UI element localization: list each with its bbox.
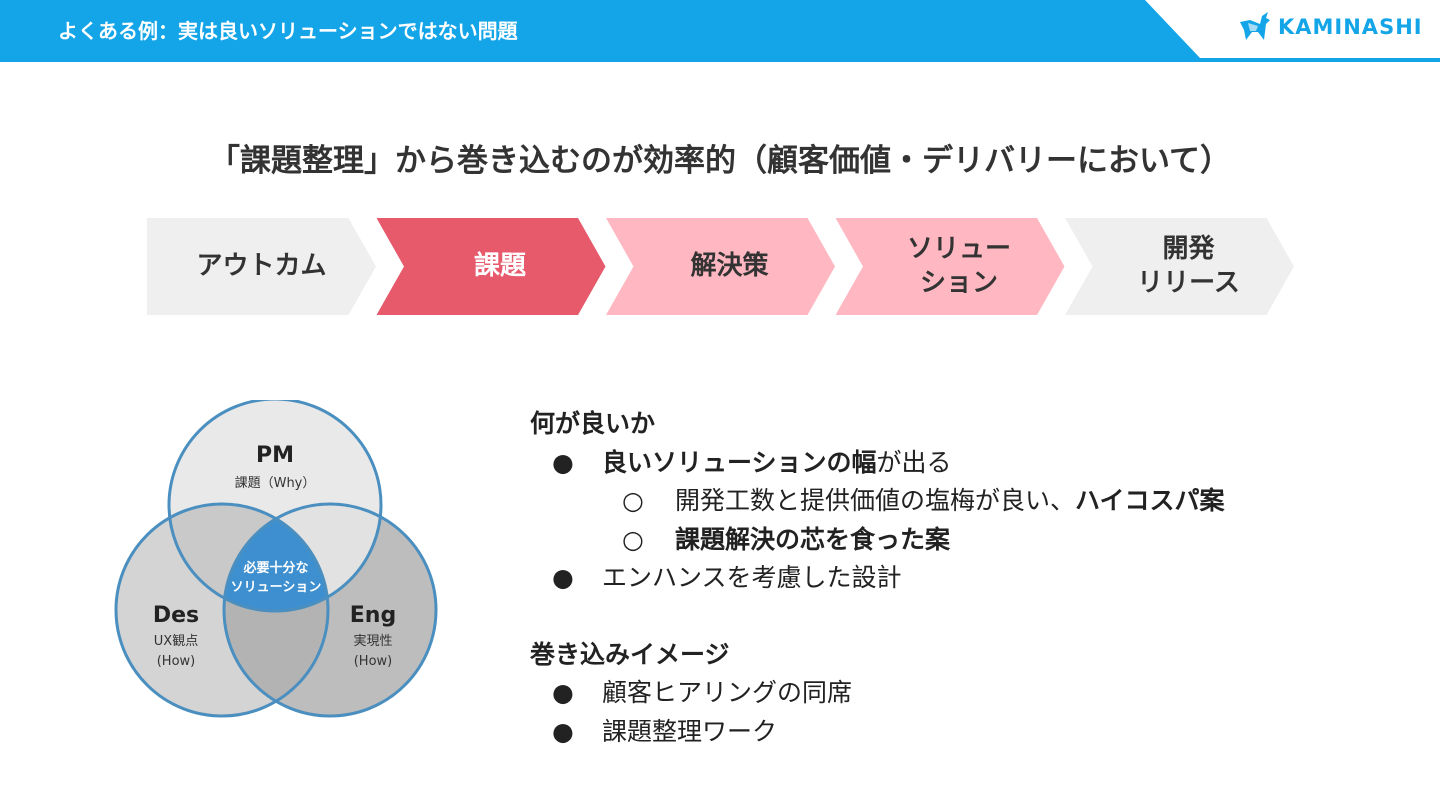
bold-text: 課題解決の芯を食った案 [675, 524, 951, 554]
text: エンハンスを考慮した設計 [602, 563, 902, 592]
flow-step-label: 課題 [473, 250, 526, 281]
text: 顧客ヒアリングの同席 [602, 678, 853, 707]
kaminashi-logo: KAMINASHI [1238, 10, 1423, 44]
list-item: ● 良いソリューションの幅が出る [530, 444, 1225, 483]
process-flow: アウトカム 課題 解決策 ソリュー ション 開発 リリース [147, 218, 1297, 315]
des-sub1: UX観点 [154, 634, 198, 649]
flow-step-label: 開発 リリース [1137, 233, 1240, 298]
sub-bullet-icon: ○ [622, 524, 644, 554]
sub-bullet-icon: ○ [622, 486, 644, 515]
flow-step-2: 課題 [376, 218, 606, 315]
goat-icon [1240, 12, 1270, 40]
eng-label: Eng [350, 603, 396, 628]
flow-step-4: ソリュー ション [835, 218, 1065, 315]
slide-heading: 「課題整理」から巻き込むのが効率的（顧客価値・デリバリーにおいて） [208, 143, 1232, 179]
des-sub2: (How) [157, 654, 196, 669]
center-label-1: 必要十分な [242, 560, 308, 576]
sub-list-item: ○ 課題解決の芯を食った案 [530, 521, 1225, 560]
venn-diagram: PM 課題（Why） Des UX観点 (How) Eng 実現性 (How) … [114, 400, 438, 718]
flow-step-1: アウトカム [147, 218, 376, 315]
bullet-icon: ● [552, 678, 574, 707]
center-overlap [224, 504, 328, 611]
benefits-list: 何が良いか ● 良いソリューションの幅が出る ○ 開発工数と提供価値の塩梅が良い、ハ… [530, 405, 1225, 751]
pm-label: PM [256, 443, 294, 468]
list-item: ● 課題整理ワーク [530, 713, 1225, 752]
logo-text: KAMINASHI [1278, 15, 1423, 39]
pm-sub: 課題（Why） [235, 475, 316, 491]
bold-text: ハイコスパ案 [1075, 486, 1225, 515]
flow-step-label: ソリュー ション [906, 233, 1011, 298]
header-bar: よくある例：実は良いソリューションではない問題 KAMINASHI [0, 0, 1440, 62]
header-background [0, 0, 1440, 62]
text: が出る [876, 447, 952, 477]
bold-text: 良いソリューションの幅 [602, 447, 877, 477]
flow-step-label: 解決策 [690, 250, 769, 281]
bullet-icon: ● [552, 716, 574, 746]
text: 課題整理ワーク [602, 716, 778, 746]
text: 開発工数と提供価値の塩梅が良い、 [675, 486, 1076, 515]
sub-list-item: ○ 開発工数と提供価値の塩梅が良い、ハイコスパ案 [530, 482, 1225, 521]
list-item: ● 顧客ヒアリングの同席 [530, 674, 1225, 713]
des-label: Des [153, 603, 199, 628]
bullet-icon: ● [552, 447, 574, 477]
section-heading-involvement: 巻き込みイメージ [530, 639, 730, 669]
list-item: ● エンハンスを考慮した設計 [530, 559, 1225, 598]
center-label-2: ソリューション [231, 580, 322, 595]
section-heading-benefits: 何が良いか [530, 409, 656, 438]
bullet-icon: ● [552, 563, 574, 592]
eng-sub1: 実現性 [353, 633, 392, 649]
flow-step-label: アウトカム [196, 250, 327, 281]
flow-step-3: 解決策 [606, 218, 835, 315]
slide-section-title: よくある例：実は良いソリューションではない問題 [58, 19, 518, 43]
flow-step-5: 開発 リリース [1065, 218, 1294, 315]
eng-sub2: (How) [354, 654, 393, 669]
